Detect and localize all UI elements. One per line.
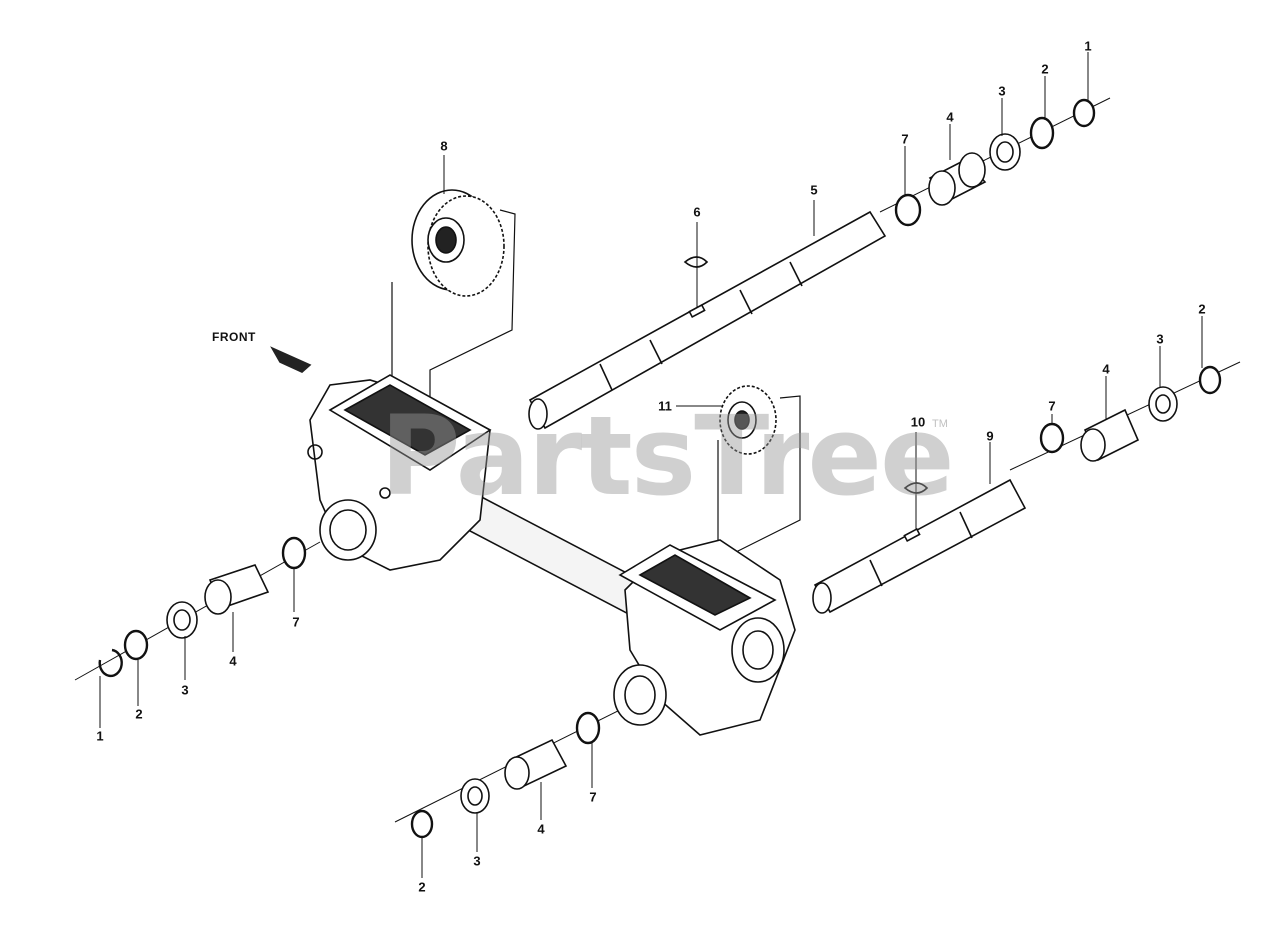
gear-8[interactable]: [391, 189, 516, 410]
callout-11[interactable]: 11: [658, 398, 672, 414]
callout-1-top[interactable]: 1: [1084, 38, 1092, 54]
callout-4-right[interactable]: 4: [1102, 361, 1110, 377]
axle-housing: [307, 374, 796, 736]
gear-11[interactable]: [717, 385, 801, 580]
callout-3-top[interactable]: 3: [998, 83, 1006, 99]
callout-4-left[interactable]: 4: [229, 653, 237, 669]
callout-10[interactable]: 10: [910, 414, 926, 430]
callout-2-bottom[interactable]: 2: [418, 879, 426, 895]
shaft-5[interactable]: [528, 210, 887, 430]
shaft-9[interactable]: [812, 478, 1027, 614]
watermark: PartsTree: [380, 392, 955, 520]
right-parts[interactable]: [1039, 365, 1222, 462]
left-parts[interactable]: [98, 536, 307, 678]
callout-8[interactable]: 8: [440, 138, 448, 154]
callout-3-bottom[interactable]: 3: [473, 853, 481, 869]
callout-7-left[interactable]: 7: [292, 614, 300, 630]
callout-7-top[interactable]: 7: [901, 131, 909, 147]
callout-2-right[interactable]: 2: [1198, 301, 1206, 317]
callout-7-right[interactable]: 7: [1048, 398, 1056, 414]
front-label: FRONT: [212, 330, 256, 344]
top-right-parts[interactable]: [894, 98, 1096, 227]
watermark-trademark: TM: [932, 418, 948, 430]
callout-9[interactable]: 9: [986, 428, 994, 444]
callout-1-left[interactable]: 1: [96, 728, 104, 744]
callout-6[interactable]: 6: [693, 204, 701, 220]
leader-lines: [99, 52, 1203, 878]
callout-3-left[interactable]: 3: [181, 682, 189, 698]
callout-4-bottom[interactable]: 4: [537, 821, 545, 837]
callout-5[interactable]: 5: [810, 182, 818, 198]
bottom-parts[interactable]: [410, 711, 601, 839]
callout-2-top[interactable]: 2: [1041, 61, 1049, 77]
front-arrow-icon: [270, 346, 312, 373]
callout-7-bottom[interactable]: 7: [589, 789, 597, 805]
callout-4-top[interactable]: 4: [946, 109, 954, 125]
callout-2-left[interactable]: 2: [135, 706, 143, 722]
callout-3-right[interactable]: 3: [1156, 331, 1164, 347]
key-6[interactable]: [683, 256, 709, 268]
